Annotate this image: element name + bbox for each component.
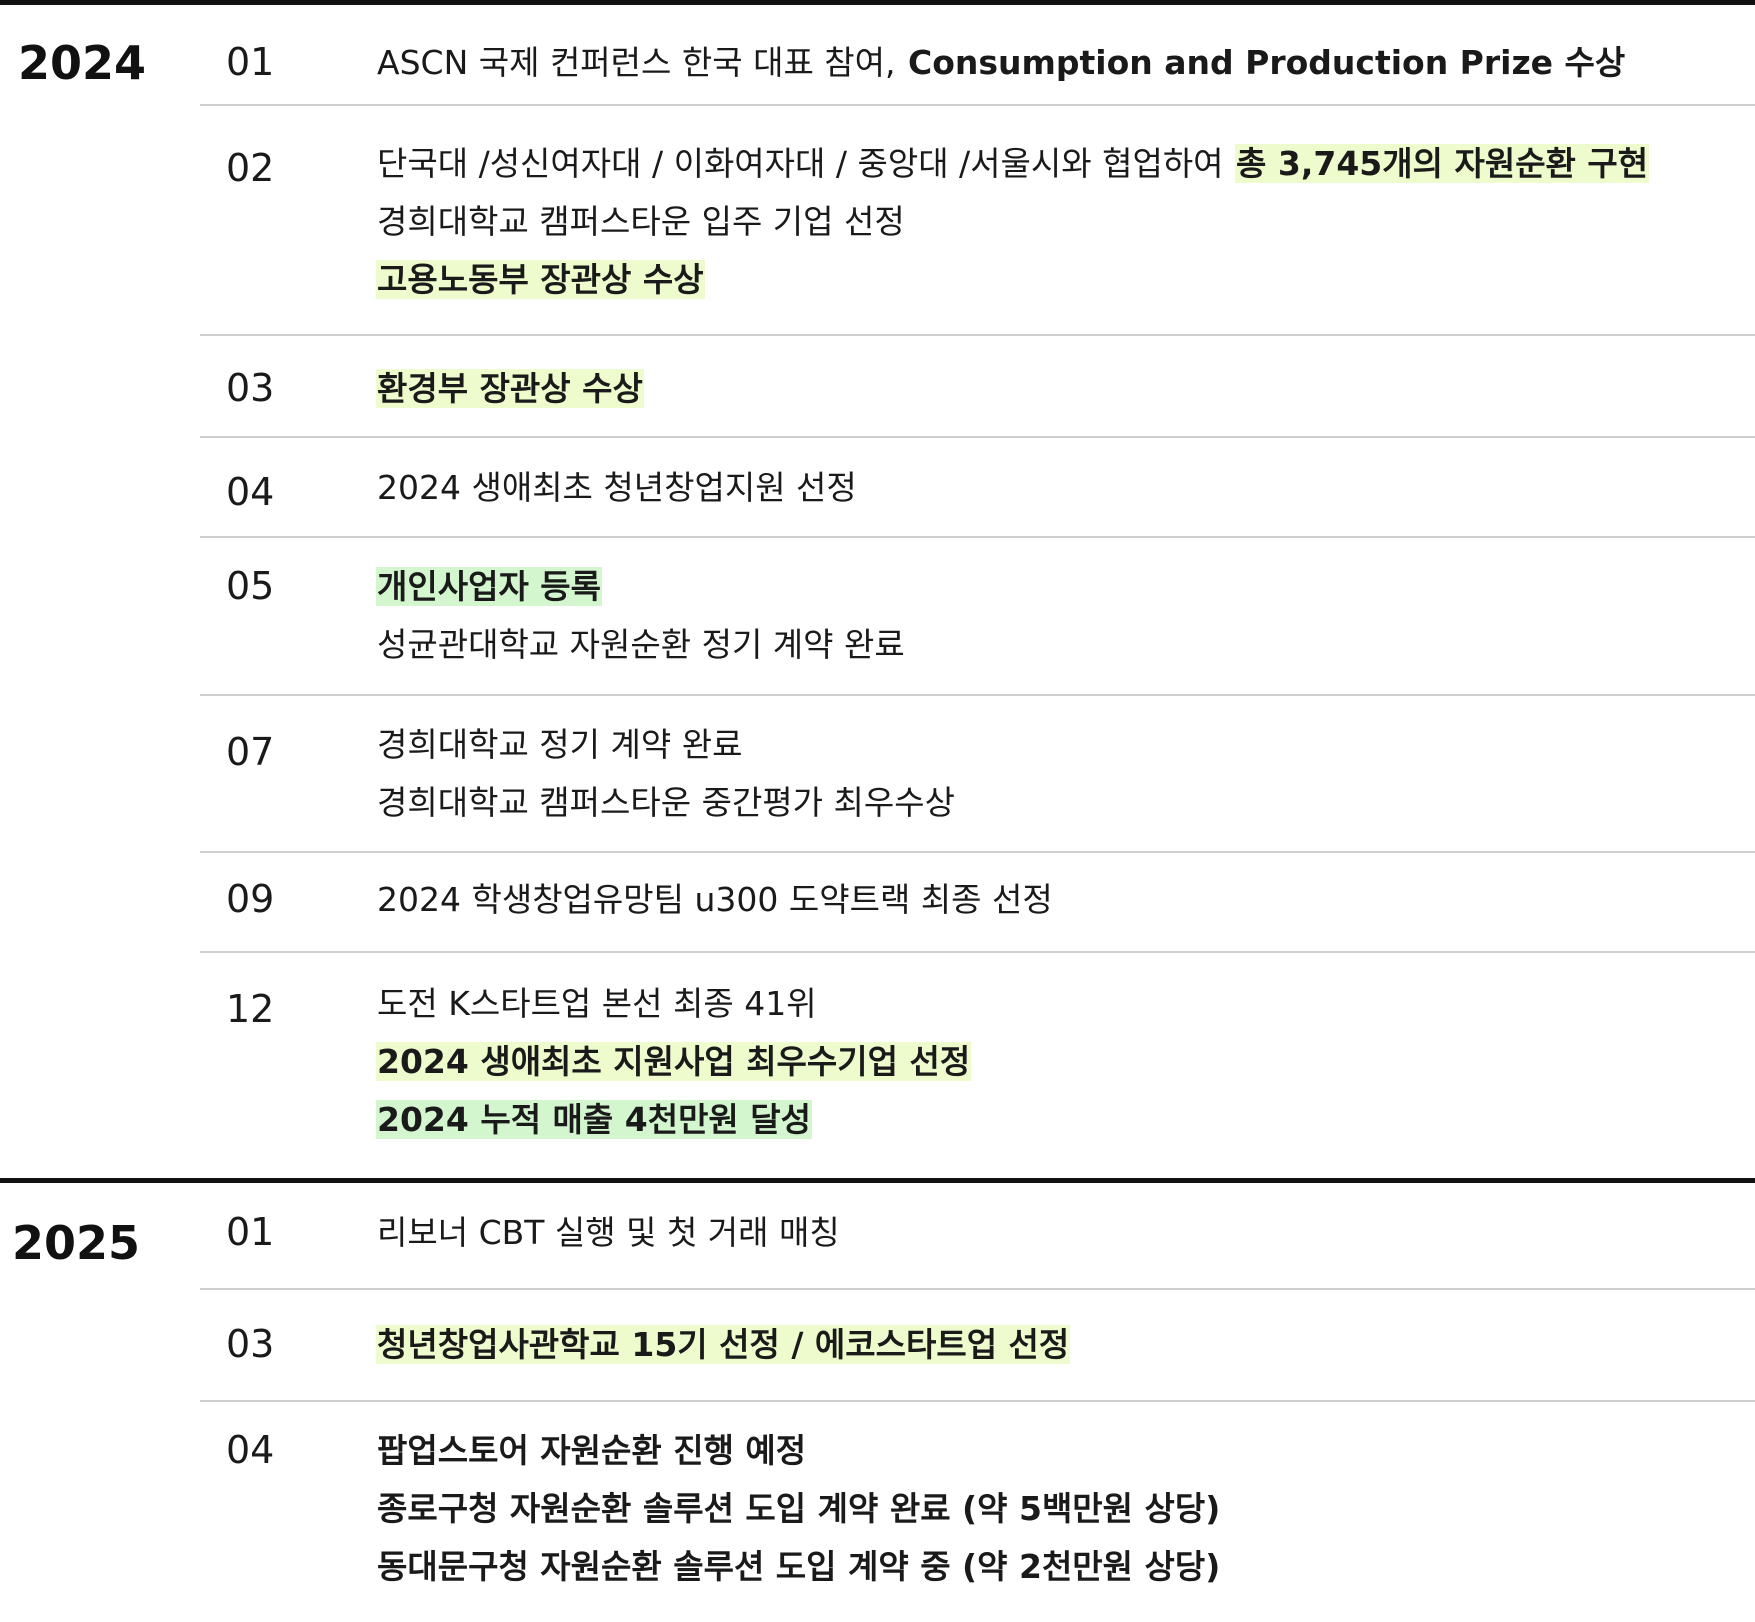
event-list: 환경부 장관상 수상 xyxy=(376,360,1745,418)
event-text-highlight: 총 3,745개의 자원순환 구현 xyxy=(1235,144,1650,183)
event-list: ASCN 국제 컨퍼런스 한국 대표 참여, Consumption and P… xyxy=(376,34,1745,92)
row-divider xyxy=(200,1288,1755,1290)
timeline-row: 01 리보너 CBT 실행 및 첫 거래 매칭 xyxy=(200,1178,1755,1290)
row-divider xyxy=(200,536,1755,538)
event-text-highlight: 환경부 장관상 수상 xyxy=(376,369,644,408)
timeline-row: 01 ASCN 국제 컨퍼런스 한국 대표 참여, Consumption an… xyxy=(200,0,1755,106)
timeline-row: 09 2024 학생창업유망팀 u300 도약트랙 최종 선정 xyxy=(200,853,1755,953)
event-item: 종로구청 자원순환 솔루션 도입 계약 완료 (약 5백만원 상당) xyxy=(376,1480,1745,1538)
event-text-highlight: 2024 누적 매출 4천만원 달성 xyxy=(376,1100,813,1139)
event-text-highlight: 고용노동부 장관상 수상 xyxy=(376,260,705,299)
row-divider xyxy=(200,436,1755,438)
row-divider xyxy=(200,104,1755,106)
event-list: 2024 학생창업유망팀 u300 도약트랙 최종 선정 xyxy=(376,871,1745,929)
event-item: 고용노동부 장관상 수상 xyxy=(376,251,1745,309)
event-text-bold: Consumption and Production Prize 수상 xyxy=(908,43,1626,82)
timeline-row: 12 도전 K스타트업 본선 최종 41위 2024 생애최초 지원사업 최우수… xyxy=(200,953,1755,1182)
month-label: 03 xyxy=(226,366,275,410)
timeline-row: 03 청년창업사관학교 15기 선정 / 에코스타트업 선정 xyxy=(200,1290,1755,1402)
year-divider xyxy=(0,1178,1755,1183)
month-label: 02 xyxy=(226,146,275,190)
event-item: 팝업스토어 자원순환 진행 예정 xyxy=(376,1422,1745,1480)
event-text: 경희대학교 캠퍼스타운 입주 기업 선정 xyxy=(377,202,905,241)
year-section-2025: 2025 01 리보너 CBT 실행 및 첫 거래 매칭 03 청년창업사관학교… xyxy=(0,1178,1755,1622)
event-text-highlight: 2024 생애최초 지원사업 최우수기업 선정 xyxy=(376,1042,972,1081)
event-text: 2024 생애최초 청년창업지원 선정 xyxy=(377,468,857,507)
event-item: 환경부 장관상 수상 xyxy=(376,360,1745,418)
event-item: 개인사업자 등록 xyxy=(376,558,1745,616)
event-text: 도전 K스타트업 본선 최종 41위 xyxy=(377,984,817,1023)
event-list: 청년창업사관학교 15기 선정 / 에코스타트업 선정 xyxy=(376,1316,1745,1374)
event-text-highlight: 개인사업자 등록 xyxy=(376,567,603,606)
event-item: 성균관대학교 자원순환 정기 계약 완료 xyxy=(376,616,1745,674)
event-item: 리보너 CBT 실행 및 첫 거래 매칭 xyxy=(376,1204,1745,1262)
event-item: 2024 누적 매출 4천만원 달성 xyxy=(376,1091,1745,1149)
event-text: 2024 학생창업유망팀 u300 도약트랙 최종 선정 xyxy=(377,880,1053,919)
event-text-highlight: 청년창업사관학교 15기 선정 / 에코스타트업 선정 xyxy=(376,1325,1071,1364)
year-label: 2024 xyxy=(18,36,147,90)
month-label: 05 xyxy=(226,564,275,608)
event-text-bold: 팝업스토어 자원순환 진행 예정 xyxy=(377,1431,807,1470)
event-text: 단국대 /성신여자대 / 이화여자대 / 중앙대 /서울시와 협업하여 xyxy=(377,144,1235,183)
month-label: 01 xyxy=(226,1210,275,1254)
event-item: 단국대 /성신여자대 / 이화여자대 / 중앙대 /서울시와 협업하여 총 3,… xyxy=(376,135,1745,193)
timeline-row: 03 환경부 장관상 수상 xyxy=(200,336,1755,438)
row-divider xyxy=(200,851,1755,853)
month-label: 01 xyxy=(226,40,275,84)
event-text-bold: 종로구청 자원순환 솔루션 도입 계약 완료 (약 5백만원 상당) xyxy=(377,1489,1221,1528)
year-label: 2025 xyxy=(12,1216,141,1270)
timeline-row: 04 2024 생애최초 청년창업지원 선정 xyxy=(200,438,1755,538)
month-label: 07 xyxy=(226,730,275,774)
row-divider xyxy=(200,694,1755,696)
row-divider xyxy=(200,334,1755,336)
event-item: 2024 학생창업유망팀 u300 도약트랙 최종 선정 xyxy=(376,871,1745,929)
event-list: 단국대 /성신여자대 / 이화여자대 / 중앙대 /서울시와 협업하여 총 3,… xyxy=(376,135,1745,309)
year-section-2024: 2024 01 ASCN 국제 컨퍼런스 한국 대표 참여, Consumpti… xyxy=(0,0,1755,1182)
event-text: 경희대학교 캠퍼스타운 중간평가 최우수상 xyxy=(377,783,955,822)
timeline-row: 02 단국대 /성신여자대 / 이화여자대 / 중앙대 /서울시와 협업하여 총… xyxy=(200,106,1755,336)
event-item: 경희대학교 캠퍼스타운 입주 기업 선정 xyxy=(376,193,1745,251)
event-list: 도전 K스타트업 본선 최종 41위 2024 생애최초 지원사업 최우수기업 … xyxy=(376,975,1745,1149)
event-item: 경희대학교 정기 계약 완료 xyxy=(376,716,1745,774)
month-label: 12 xyxy=(226,987,275,1031)
event-item: ASCN 국제 컨퍼런스 한국 대표 참여, Consumption and P… xyxy=(376,34,1745,92)
month-label: 04 xyxy=(226,470,275,514)
event-item: 2024 생애최초 지원사업 최우수기업 선정 xyxy=(376,1033,1745,1091)
event-text: 리보너 CBT 실행 및 첫 거래 매칭 xyxy=(377,1213,840,1252)
event-list: 리보너 CBT 실행 및 첫 거래 매칭 xyxy=(376,1204,1745,1262)
event-text: 경희대학교 정기 계약 완료 xyxy=(377,725,743,764)
month-label: 04 xyxy=(226,1428,275,1472)
event-text: ASCN 국제 컨퍼런스 한국 대표 참여, xyxy=(377,43,906,82)
year-divider xyxy=(0,0,1755,5)
event-item: 청년창업사관학교 15기 선정 / 에코스타트업 선정 xyxy=(376,1316,1745,1374)
event-item: 도전 K스타트업 본선 최종 41위 xyxy=(376,975,1745,1033)
timeline-row: 07 경희대학교 정기 계약 완료 경희대학교 캠퍼스타운 중간평가 최우수상 xyxy=(200,696,1755,853)
event-item: 동대문구청 자원순환 솔루션 도입 계약 중 (약 2천만원 상당) xyxy=(376,1538,1745,1596)
month-label: 03 xyxy=(226,1322,275,1366)
event-list: 2024 생애최초 청년창업지원 선정 xyxy=(376,459,1745,517)
timeline-row: 04 팝업스토어 자원순환 진행 예정 종로구청 자원순환 솔루션 도입 계약 … xyxy=(200,1402,1755,1622)
timeline-row: 05 개인사업자 등록 성균관대학교 자원순환 정기 계약 완료 xyxy=(200,538,1755,696)
row-divider xyxy=(200,1400,1755,1402)
row-divider xyxy=(200,951,1755,953)
event-item: 경희대학교 캠퍼스타운 중간평가 최우수상 xyxy=(376,774,1745,832)
event-item: 2024 생애최초 청년창업지원 선정 xyxy=(376,459,1745,517)
event-list: 개인사업자 등록 성균관대학교 자원순환 정기 계약 완료 xyxy=(376,558,1745,674)
event-list: 팝업스토어 자원순환 진행 예정 종로구청 자원순환 솔루션 도입 계약 완료 … xyxy=(376,1422,1745,1596)
event-list: 경희대학교 정기 계약 완료 경희대학교 캠퍼스타운 중간평가 최우수상 xyxy=(376,716,1745,832)
month-label: 09 xyxy=(226,877,275,921)
event-text-bold: 동대문구청 자원순환 솔루션 도입 계약 중 (약 2천만원 상당) xyxy=(377,1547,1221,1586)
event-text: 성균관대학교 자원순환 정기 계약 완료 xyxy=(377,625,905,664)
